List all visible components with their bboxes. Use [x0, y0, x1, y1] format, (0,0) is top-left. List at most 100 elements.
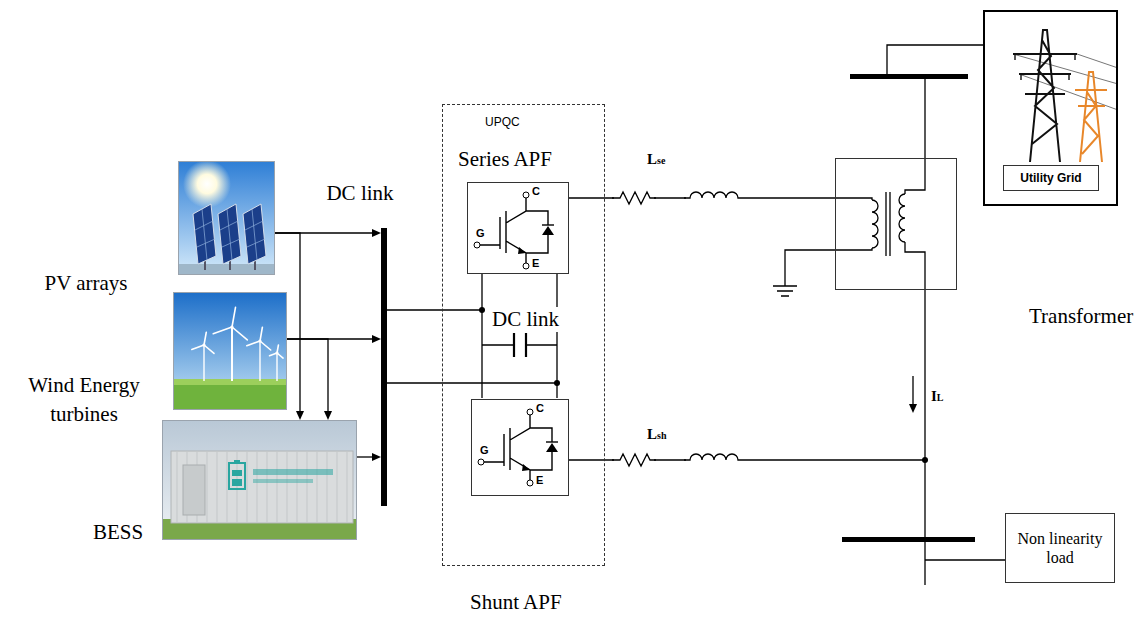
wind-illustration — [247, 341, 260, 346]
bess-illustration — [217, 452, 218, 522]
junction-dot — [554, 380, 560, 386]
wind-illustration — [213, 327, 232, 334]
node-label: PV arrays — [31, 271, 141, 296]
igbt-illustration — [523, 263, 529, 269]
bess-illustration — [257, 452, 258, 522]
utility-grid-box: Utility Grid — [983, 10, 1118, 206]
wind-illustration — [231, 327, 233, 381]
upqc-boundary: UPQCSeries APFGCEGCE — [442, 104, 605, 566]
pin-name: G — [480, 444, 489, 457]
group-label: UPQC — [485, 115, 520, 129]
bess-illustration — [247, 452, 248, 522]
tower-illustration — [1075, 72, 1107, 162]
bess-illustration — [177, 452, 178, 522]
bess-illustration — [327, 452, 328, 522]
node-label: BESS — [83, 520, 153, 545]
bess-illustration — [171, 451, 353, 523]
wire — [482, 273, 557, 398]
transformer-coil — [872, 192, 905, 256]
bess-illustration — [337, 452, 338, 522]
igbt-illustration — [527, 480, 533, 486]
wind-illustration — [260, 327, 262, 341]
current-arrow — [909, 376, 917, 413]
igbt-illustration — [546, 443, 558, 452]
arrowhead — [296, 411, 304, 420]
current-label: IL — [930, 387, 945, 405]
wire — [835, 198, 872, 200]
transformer-coil — [872, 200, 878, 248]
pv-illustration — [220, 209, 240, 260]
bus-bar — [850, 74, 968, 79]
connector-line — [287, 339, 328, 412]
tower-illustration — [1013, 30, 1077, 162]
pv-illustration — [179, 264, 274, 274]
wire — [785, 248, 872, 286]
connector — [357, 453, 381, 461]
bess-illustration — [227, 452, 228, 522]
igbt-illustration — [542, 224, 554, 225]
igbt-illustration — [518, 247, 526, 254]
pv-illustration — [183, 162, 231, 208]
junction-dot — [479, 307, 928, 463]
arrowhead — [324, 411, 332, 420]
pin-name: C — [536, 402, 544, 415]
wind-illustration — [203, 345, 204, 381]
bess-illustration — [229, 463, 245, 489]
connector-line — [357, 456, 373, 457]
inductor-symbol — [684, 186, 740, 462]
wind-illustration — [232, 327, 247, 340]
bess-illustration — [317, 452, 318, 522]
pv-illustration — [195, 209, 215, 260]
wind-illustration — [260, 341, 271, 350]
wind-illustration — [259, 341, 260, 381]
current-arrow — [909, 404, 917, 413]
shunt-apf-switch: G C E — [471, 399, 569, 496]
pin-name: E — [536, 474, 543, 487]
section-label: Shunt APF — [470, 590, 562, 615]
wind-illustration — [202, 343, 205, 346]
bess-illustration — [277, 452, 278, 522]
bess-illustration — [163, 421, 356, 539]
pin-name: E — [532, 257, 539, 270]
inductor-label: Lsh — [646, 425, 667, 443]
bess-illustration — [307, 452, 308, 522]
bess-illustration — [234, 460, 240, 463]
wind-illustration — [174, 379, 286, 409]
bess-illustration — [183, 465, 205, 515]
bess-illustration — [232, 470, 242, 476]
pv-illustration — [193, 204, 216, 264]
pv-illustration — [245, 209, 265, 260]
pv-illustration — [179, 162, 274, 274]
bess-illustration — [287, 452, 288, 522]
wire — [905, 77, 925, 194]
node-label: Wind Energy turbines — [4, 371, 164, 429]
wind-illustration — [232, 307, 236, 327]
pin-name: C — [532, 185, 540, 198]
dc-link-bus: DC link — [381, 228, 387, 506]
inductor-symbol — [686, 448, 740, 462]
wind-illustration — [230, 325, 233, 328]
bus-label: DC link — [314, 181, 406, 206]
bess-illustration — [232, 479, 242, 486]
igbt-illustration — [478, 459, 484, 465]
pv-illustration — [243, 204, 266, 264]
nonlinear-load-box: Non linearity load — [1005, 513, 1115, 583]
igbt-illustration — [542, 226, 554, 235]
bess-illustration — [267, 452, 268, 522]
wire — [387, 45, 1005, 585]
arrowhead — [372, 335, 381, 343]
wind-illustration — [174, 379, 286, 385]
arrowhead — [372, 453, 381, 461]
igbt-illustration — [527, 409, 533, 415]
current-arrow — [912, 376, 913, 404]
node-label: Utility Grid — [1003, 165, 1099, 191]
wind-illustration — [174, 293, 286, 409]
bess-illustration — [207, 452, 208, 522]
resistor-symbol — [612, 454, 656, 466]
tower-illustration — [1015, 54, 1075, 80]
transformer-box: Transformer — [835, 158, 957, 290]
bus-bar — [842, 74, 975, 542]
bess-illustration — [253, 479, 313, 483]
inductor-symbol — [684, 454, 740, 460]
